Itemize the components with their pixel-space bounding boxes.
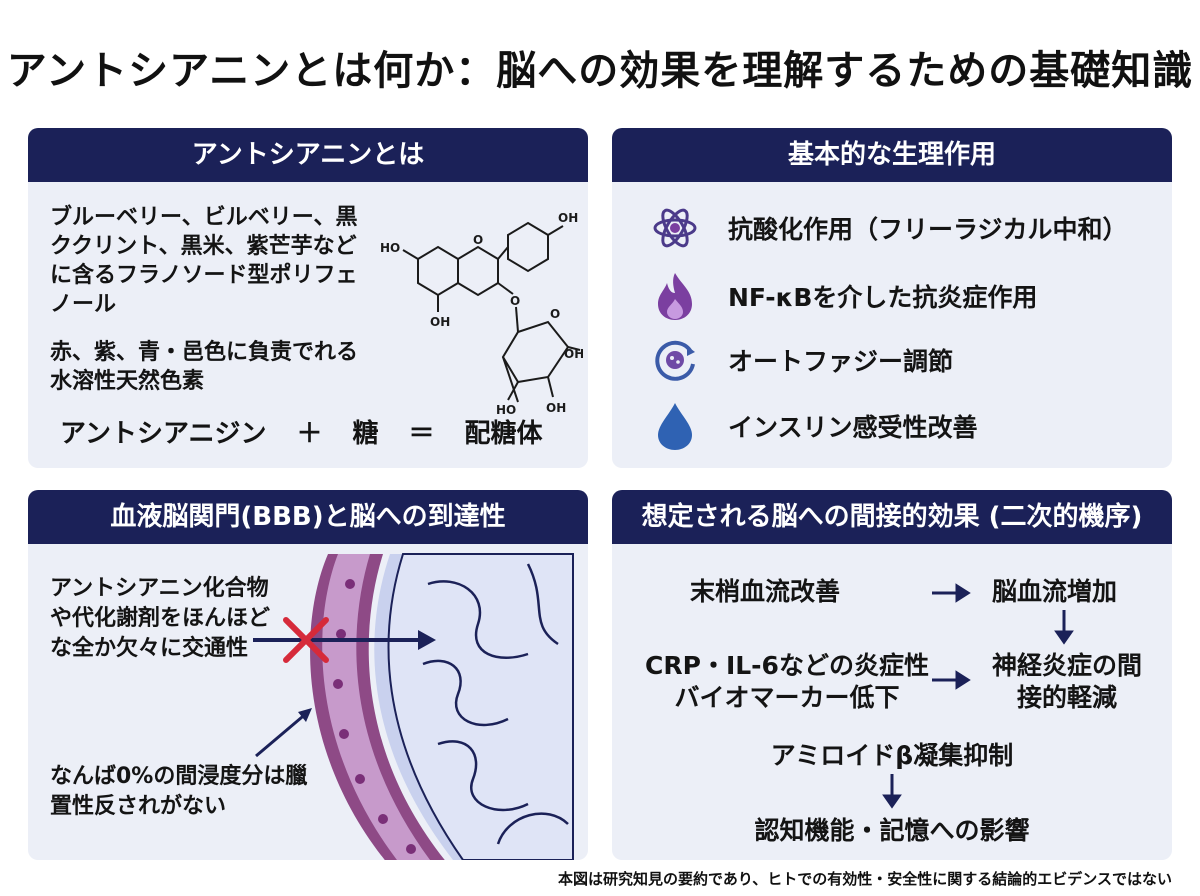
flow-arrows bbox=[882, 583, 1074, 809]
panel-physiological-actions: 基本的な生理作用 抗酸化作用（フリーラジカル中和） NF-κBを介した抗炎症作用 bbox=[612, 128, 1172, 468]
action-item-antioxidant: 抗酸化作用（フリーラジカル中和） bbox=[648, 200, 1128, 256]
flow-amyloid: アミロイドβ凝集抑制 bbox=[770, 741, 1014, 770]
panel-bbb: 血液脳関門(BBB)と脳への到達性 アントシアニン化合物や代化謝 bbox=[28, 490, 588, 860]
action-label: 抗酸化作用（フリーラジカル中和） bbox=[728, 215, 1128, 244]
formula-anthocyanidin: アントシアニジン bbox=[60, 419, 267, 449]
anthocyanin-molecule-diagram: OH HO OH O O O OH HO OH bbox=[380, 211, 583, 417]
page-title: アントシアニンとは何か：脳への効果を理解するための基礎知識 bbox=[6, 48, 1194, 94]
panel-header: 基本的な生理作用 bbox=[612, 128, 1172, 182]
action-item-anti-inflammatory: NF-κBを介した抗炎症作用 bbox=[648, 268, 1037, 324]
arrow-down-icon bbox=[882, 794, 902, 809]
formula-plus: ＋ bbox=[296, 419, 323, 449]
drop-icon bbox=[648, 399, 702, 453]
formula-glycoside: 配糖体 bbox=[464, 419, 543, 449]
flow-inflammatory-markers: CRP・IL-6などの炎症性バイオマーカー低下 bbox=[645, 651, 929, 712]
sugar-oh-bottom-label: OH bbox=[546, 401, 566, 415]
o-link-label: O bbox=[510, 294, 520, 308]
sugar-o-label: O bbox=[550, 307, 560, 321]
flow-cerebral-blood: 脳血流増加 bbox=[992, 577, 1118, 606]
flow-neuroinflammation: 神経炎症の間接的軽減 bbox=[992, 651, 1143, 712]
action-label: インスリン感受性改善 bbox=[728, 413, 978, 442]
panel-what-is-anthocyanin: アントシアニンとは ブルーベリー、ビルベリー、黒ククリント、黒米、紫芒芋などに含… bbox=[28, 128, 588, 468]
sugar-oh-right-label: OH bbox=[564, 347, 583, 361]
arrow-right-icon bbox=[955, 583, 971, 603]
action-label: NF-κBを介した抗炎症作用 bbox=[728, 283, 1038, 312]
autophagy-cycle-icon bbox=[648, 333, 702, 387]
action-label: オートファジー調節 bbox=[728, 347, 954, 376]
o-ring-label: O bbox=[473, 233, 483, 247]
glycoside-formula: アントシアニジン ＋ 糖 ＝ 配糖体 bbox=[60, 413, 543, 450]
arrow-down-icon bbox=[1054, 630, 1074, 645]
oh-top-label: OH bbox=[558, 211, 578, 225]
footnote: 本図は研究知見の要約であり、ヒトでの有効性・安全性に関する結論的エビデンスではな… bbox=[558, 870, 1172, 888]
bbb-rate-text: なんば0%の間浸度分は臘置性反されがない bbox=[50, 764, 308, 819]
flow-peripheral-blood: 末梢血流改善 bbox=[690, 577, 841, 606]
action-item-autophagy: オートファジー調節 bbox=[648, 332, 953, 388]
panel-header: 血液脳関門(BBB)と脳への到達性 bbox=[28, 490, 588, 544]
action-item-insulin: インスリン感受性改善 bbox=[648, 398, 978, 454]
panel-header: 想定される脳への間接的効果 (二次的機序) bbox=[612, 490, 1172, 544]
oh-bottom-label: OH bbox=[430, 315, 450, 329]
anthocyanin-description: ブルーベリー、ビルベリー、黒ククリント、黒米、紫芒芋などに含るフラノソード型ポリ… bbox=[50, 205, 358, 317]
atom-icon bbox=[648, 201, 702, 255]
oh-left-label: HO bbox=[380, 241, 400, 255]
flame-icon bbox=[648, 269, 702, 323]
panel-header: アントシアニンとは bbox=[28, 128, 588, 182]
formula-equals: ＝ bbox=[408, 419, 435, 449]
formula-sugar: 糖 bbox=[352, 419, 379, 449]
arrow-right-icon bbox=[955, 670, 971, 690]
blood-brain-barrier-illustration bbox=[253, 553, 574, 860]
flow-cognition: 認知機能・記憶への影響 bbox=[754, 816, 1030, 845]
panel-indirect-effects: 想定される脳への間接的効果 (二次的機序) 末梢血流改善 脳血流増加 CRP・I… bbox=[612, 490, 1172, 860]
pigment-description: 赤、紫、青・邑色に負责でれる水溶性天然色素 bbox=[50, 340, 359, 394]
bbb-permeability-text: アントシアニン化合物や代化謝剤をほんほどな全か欠々に交通性 bbox=[50, 576, 271, 661]
sugar-oh-left-label: HO bbox=[496, 403, 516, 417]
